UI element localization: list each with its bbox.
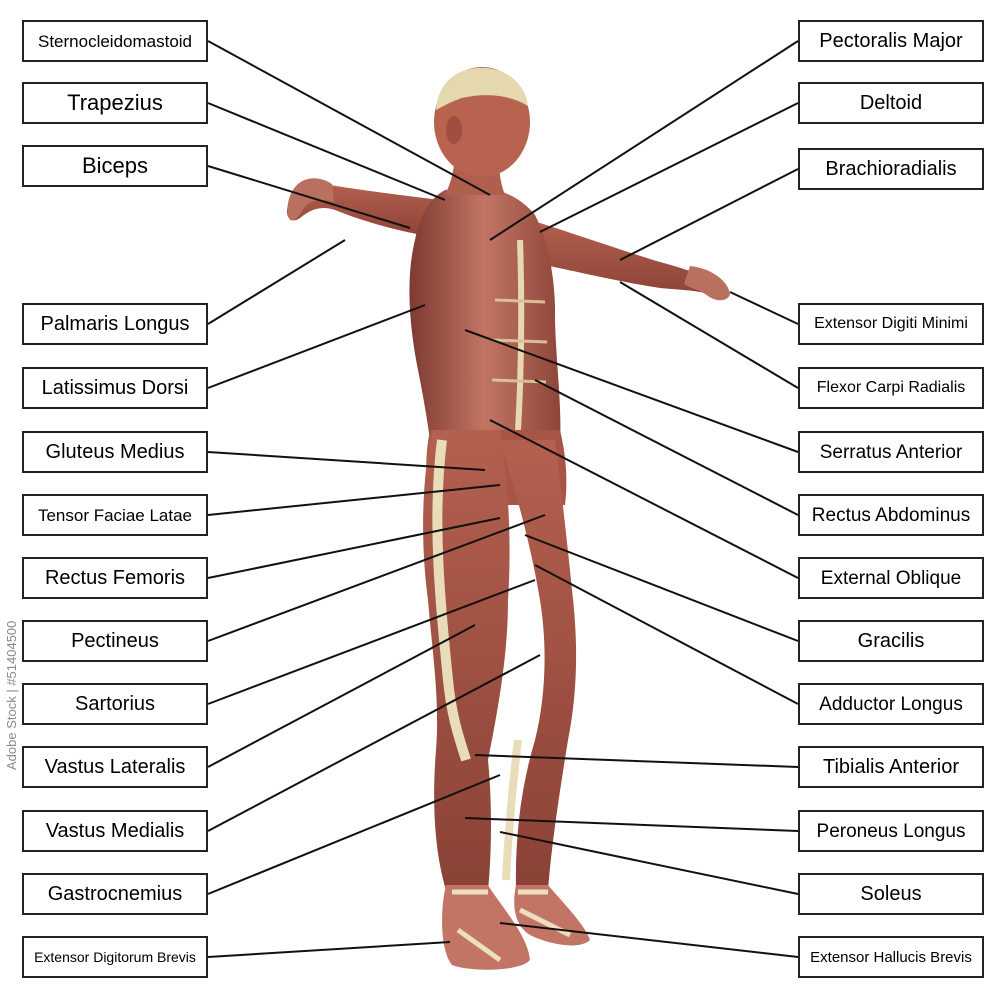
watermark-side-text: Adobe Stock | #51404500 <box>4 620 19 770</box>
right-hand <box>684 266 730 301</box>
label-gracilis: Gracilis <box>798 620 984 662</box>
leader-line-serratus-anterior <box>464 329 799 453</box>
leader-line-gracilis <box>524 534 799 642</box>
leader-line-biceps <box>207 165 411 229</box>
leader-line-extensor-hallucis-brevis <box>499 922 799 958</box>
label-sartorius: Sartorius <box>22 683 208 725</box>
leader-line-rectus-femoris <box>207 517 501 579</box>
torso <box>409 186 561 440</box>
scalp <box>436 67 528 110</box>
label-extensor-digiti-minimi: Extensor Digiti Minimi <box>798 303 984 345</box>
label-palmaris-longus: Palmaris Longus <box>22 303 208 345</box>
it-band <box>432 439 471 762</box>
leader-line-deltoid <box>539 102 799 233</box>
label-peroneus-longus: Peroneus Longus <box>798 810 984 852</box>
leader-line-latissimus-dorsi <box>207 304 426 389</box>
right-leg <box>500 440 577 890</box>
label-trapezius: Trapezius <box>22 82 208 124</box>
label-pectineus: Pectineus <box>22 620 208 662</box>
label-vastus-medialis: Vastus Medialis <box>22 810 208 852</box>
leader-line-external-oblique <box>489 419 799 579</box>
leader-line-sartorius <box>207 579 536 705</box>
label-vastus-lateralis: Vastus Lateralis <box>22 746 208 788</box>
leader-line-pectineus <box>207 514 546 642</box>
label-brachioradialis: Brachioradialis <box>798 148 984 190</box>
leader-line-palmaris-longus <box>207 239 346 325</box>
label-gastrocnemius: Gastrocnemius <box>22 873 208 915</box>
label-tensor-faciae-latae: Tensor Faciae Latae <box>22 494 208 536</box>
leader-line-gastrocnemius <box>207 774 501 895</box>
ankle-tendons <box>452 889 572 963</box>
label-flexor-carpi-radialis: Flexor Carpi Radialis <box>798 367 984 409</box>
leader-line-gluteus-medius <box>207 451 486 471</box>
label-external-oblique: External Oblique <box>798 557 984 599</box>
linea-alba <box>515 239 525 431</box>
label-soleus: Soleus <box>798 873 984 915</box>
label-deltoid: Deltoid <box>798 82 984 124</box>
left-foot <box>442 885 530 970</box>
ear <box>446 116 462 144</box>
leader-line-flexor-carpi-radialis <box>619 281 799 389</box>
leader-line-peroneus-longus <box>464 817 799 832</box>
leader-line-tibialis-anterior <box>474 754 799 768</box>
label-latissimus-dorsi: Latissimus Dorsi <box>22 367 208 409</box>
leader-line-brachioradialis <box>619 168 799 261</box>
leader-line-tensor-faciae-latae <box>207 484 501 516</box>
leader-lines <box>207 40 799 958</box>
right-arm <box>530 220 727 298</box>
leader-line-adductor-longus <box>534 564 799 705</box>
leader-line-pectoralis-major <box>489 40 799 241</box>
leader-line-extensor-digiti-minimi <box>729 291 799 325</box>
leader-line-rectus-abdominus <box>534 379 799 516</box>
label-gluteus-medius: Gluteus Medius <box>22 431 208 473</box>
leader-line-vastus-medialis <box>207 654 541 832</box>
leader-line-sternocleidomastoid <box>207 40 491 196</box>
left-hand <box>287 178 334 221</box>
muscular-figure <box>286 67 730 970</box>
leader-line-soleus <box>499 831 799 895</box>
label-sternocleidomastoid: Sternocleidomastoid <box>22 20 208 62</box>
label-rectus-femoris: Rectus Femoris <box>22 557 208 599</box>
label-extensor-digitorum-brevis: Extensor Digitorum Brevis <box>22 936 208 978</box>
leader-line-vastus-lateralis <box>207 624 476 768</box>
left-leg <box>423 430 510 890</box>
label-pectoralis-major: Pectoralis Major <box>798 20 984 62</box>
leader-line-extensor-digitorum-brevis <box>207 941 451 958</box>
label-biceps: Biceps <box>22 145 208 187</box>
label-tibialis-anterior: Tibialis Anterior <box>798 746 984 788</box>
label-extensor-hallucis-brevis: Extensor Hallucis Brevis <box>798 936 984 978</box>
label-adductor-longus: Adductor Longus <box>798 683 984 725</box>
label-rectus-abdominus: Rectus Abdominus <box>798 494 984 536</box>
leader-line-trapezius <box>207 102 446 201</box>
label-serratus-anterior: Serratus Anterior <box>798 431 984 473</box>
